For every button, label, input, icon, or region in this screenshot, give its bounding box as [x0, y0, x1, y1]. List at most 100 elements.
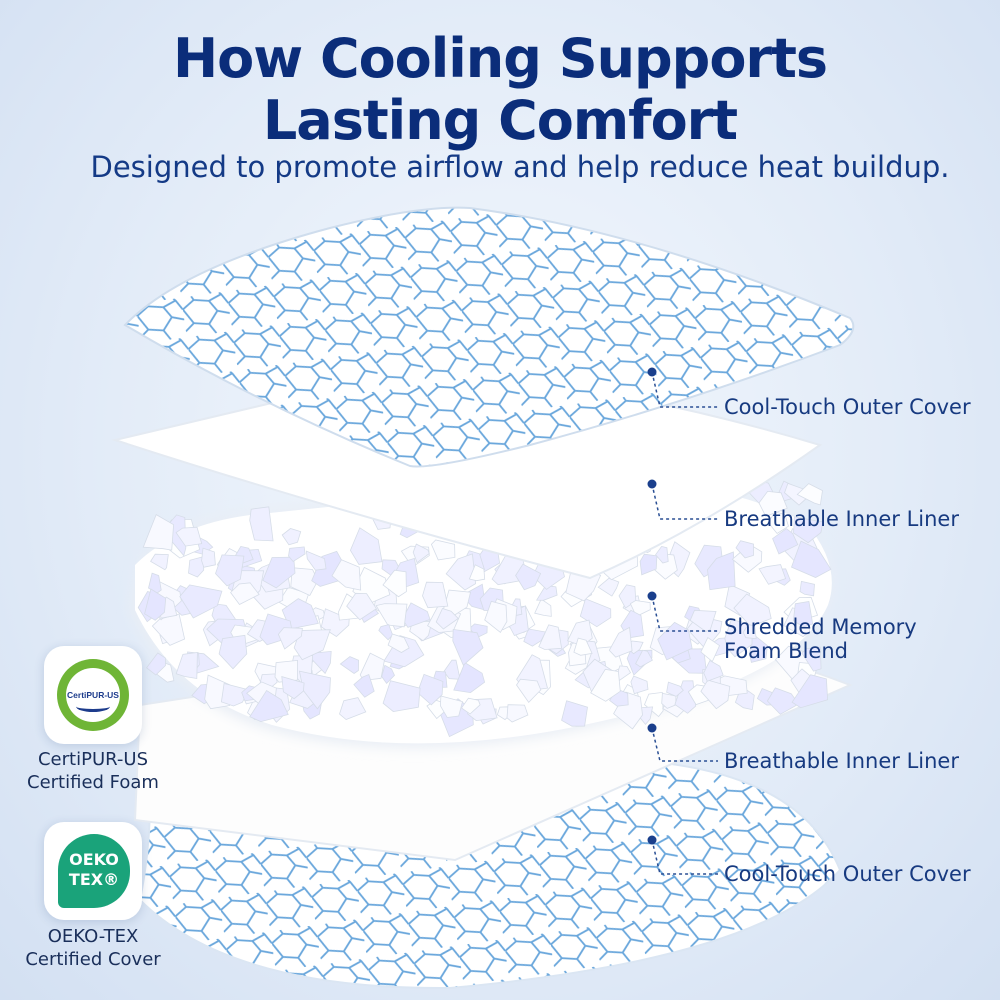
foam-chunk	[772, 528, 799, 555]
foam-chunk	[452, 628, 484, 666]
foam-chunk	[179, 584, 223, 619]
foam-chunk	[349, 527, 383, 565]
foam-chunk	[735, 540, 754, 559]
certipur-us-badge: CertiPUR-US	[44, 646, 142, 744]
foam-chunk	[430, 539, 456, 561]
foam-chunk	[767, 511, 789, 535]
oeko-tex-badge: OEKO TEX®	[44, 822, 142, 920]
foam-chunk	[401, 602, 431, 628]
foam-chunk	[766, 687, 800, 715]
foam-chunk	[506, 704, 529, 723]
foam-chunk	[443, 659, 461, 680]
foam-chunk	[381, 664, 395, 685]
foam-chunk	[422, 581, 449, 609]
foam-chunk	[618, 584, 637, 609]
oeko-tex-logo-line-2: TEX®	[68, 870, 120, 889]
foam-chunk	[305, 550, 327, 571]
foam-chunk	[758, 564, 787, 585]
foam-chunk	[453, 662, 486, 694]
foam-chunk	[281, 676, 305, 700]
foam-chunk	[201, 547, 216, 568]
foam-chunk	[382, 569, 407, 598]
oeko-tex-caption-line-1: OEKO-TEX	[47, 926, 139, 947]
foam-chunk	[460, 697, 481, 715]
foam-chunk	[742, 624, 757, 640]
callout-breathable-inner-liner-bottom: Breathable Inner Liner	[724, 749, 959, 773]
foam-chunk	[516, 678, 542, 704]
headline-line-1: How Cooling Supports	[172, 27, 828, 90]
callout-dot-outer-cover-bottom	[647, 835, 657, 845]
foam-chunk	[468, 564, 486, 582]
foam-chunk	[412, 543, 430, 564]
foam-chunk	[792, 601, 814, 628]
foam-chunk	[700, 679, 731, 710]
callout-cool-touch-outer-cover-bottom: Cool-Touch Outer Cover	[724, 862, 971, 886]
callout-dot-inner-liner-bottom	[647, 723, 657, 733]
foam-chunk	[290, 567, 319, 597]
foam-chunk	[382, 680, 421, 713]
oeko-tex-logo-line-1: OEKO	[69, 850, 119, 869]
oeko-tex-caption: OEKO-TEX Certified Cover	[8, 925, 178, 971]
foam-chunk	[630, 675, 649, 695]
foam-chunk	[339, 656, 360, 674]
callout-line-inner-liner-bottom	[651, 727, 718, 762]
foam-chunk	[791, 674, 829, 709]
foam-chunk	[142, 514, 175, 551]
subheadline: Designed to promote airflow and help red…	[90, 150, 950, 184]
callout-line-outer-cover-bottom	[651, 839, 718, 875]
foam-chunk	[417, 673, 444, 706]
foam-chunk	[439, 695, 463, 718]
certipur-logo-icon: CertiPUR-US	[57, 659, 129, 731]
foam-chunk	[703, 659, 724, 682]
foam-chunk	[561, 700, 588, 727]
foam-chunk	[661, 692, 677, 709]
foam-chunk	[218, 634, 248, 670]
foam-chunk	[249, 506, 274, 542]
callout-breathable-inner-liner-top: Breathable Inner Liner	[724, 507, 959, 531]
foam-chunk	[151, 613, 186, 646]
callout-dot-inner-liner-top	[647, 479, 657, 489]
foam-chunk	[655, 545, 669, 564]
foam-chunk	[573, 637, 593, 656]
foam-chunk	[249, 689, 289, 723]
foam-chunk	[635, 649, 653, 668]
foam-chunk	[175, 526, 203, 547]
callout-line-foam	[651, 595, 718, 632]
callout-cool-touch-outer-cover-top: Cool-Touch Outer Cover	[724, 395, 971, 419]
foam-chunk	[538, 624, 563, 650]
foam-chunk	[801, 646, 822, 672]
foam-chunk	[666, 681, 684, 697]
foam-chunk	[230, 582, 260, 606]
foam-chunk	[387, 633, 410, 653]
foam-chunk	[339, 697, 367, 720]
foam-chunk	[793, 516, 824, 544]
oeko-tex-logo-icon: OEKO TEX®	[58, 834, 130, 908]
callout-line-outer-cover-top	[651, 371, 718, 408]
foam-chunk	[353, 673, 375, 698]
foam-chunk	[579, 598, 612, 628]
foam-chunk	[484, 600, 508, 633]
foam-chunk	[146, 652, 166, 676]
certipur-caption-line-1: CertiPUR-US	[37, 749, 148, 770]
foam-chunk	[733, 593, 772, 627]
foam-chunk	[298, 670, 331, 710]
foam-chunk	[215, 554, 245, 587]
callout-foam-line-2: Foam Blend	[724, 639, 848, 663]
foam-chunk	[445, 553, 477, 591]
foam-chunk	[597, 577, 620, 597]
foam-chunk	[175, 652, 198, 679]
foam-chunk	[150, 553, 169, 571]
callout-foam-line-1: Shredded Memory	[724, 615, 917, 639]
foam-chunk	[796, 483, 823, 506]
callout-shredded-memory-foam-blend: Shredded Memory Foam Blend	[724, 615, 917, 663]
foam-chunk	[435, 608, 459, 630]
foam-chunk	[288, 546, 306, 563]
foam-chunk	[790, 540, 832, 578]
foam-chunk	[148, 572, 162, 594]
foam-chunk	[378, 624, 394, 641]
foam-chunk	[590, 668, 621, 702]
certipur-caption: CertiPUR-US Certified Foam	[8, 748, 178, 794]
foam-chunk	[277, 627, 303, 650]
foam-chunk	[331, 559, 362, 591]
